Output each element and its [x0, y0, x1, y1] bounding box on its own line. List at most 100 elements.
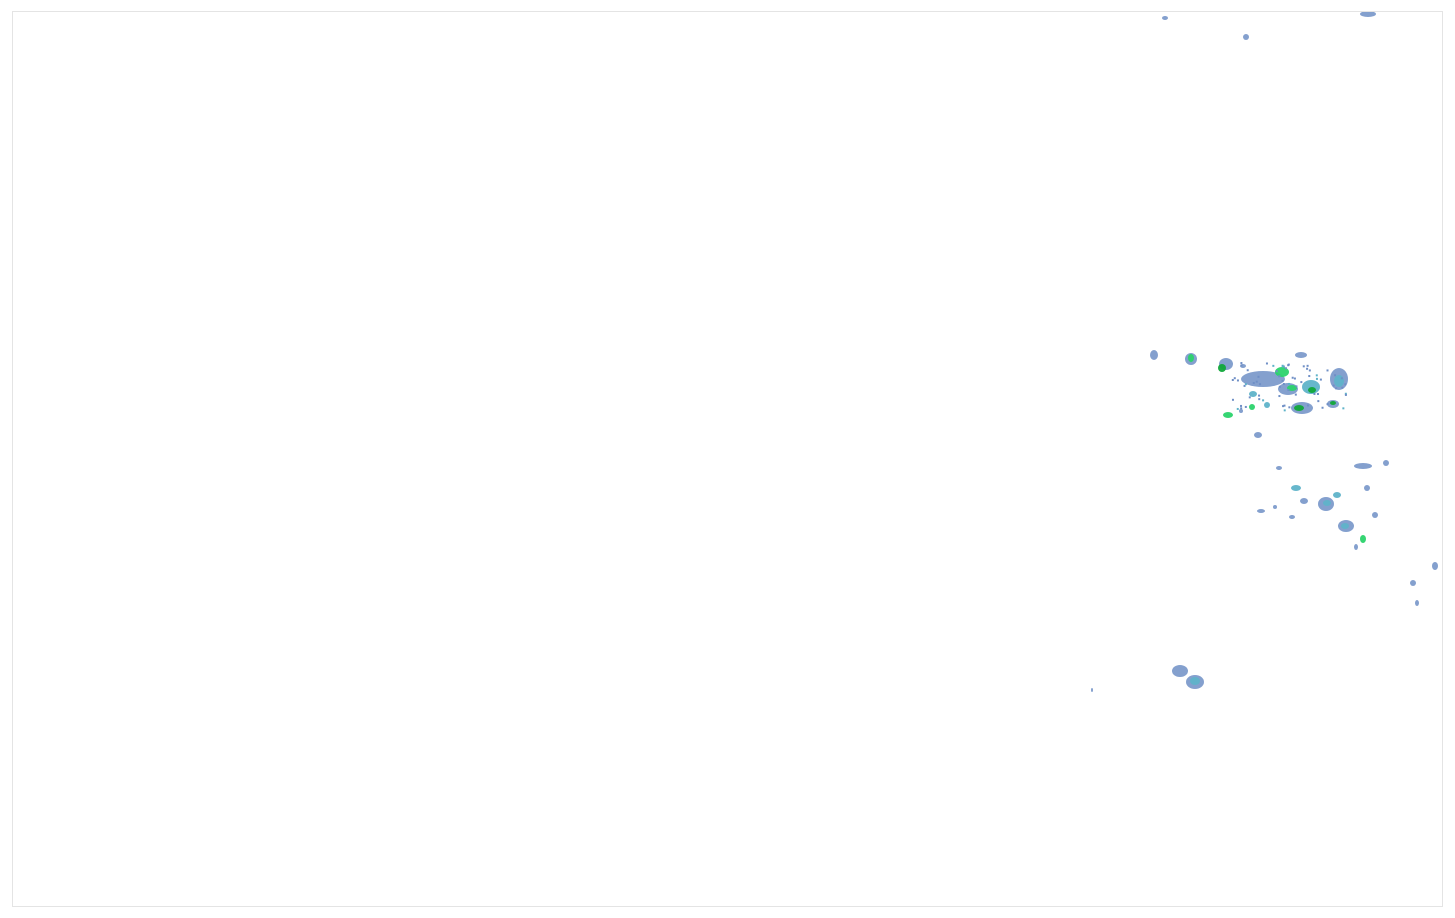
radar-echo-speckle: [1246, 369, 1249, 372]
radar-echo-intense: [1308, 387, 1316, 393]
radar-echo-speckle: [1283, 404, 1286, 407]
radar-echo-speckle: [1340, 377, 1343, 380]
radar-echo-light: [1243, 34, 1249, 40]
radar-echo-speckle: [1252, 381, 1255, 384]
radar-echo-speckle: [1317, 400, 1320, 403]
radar-echo-light: [1150, 350, 1158, 360]
radar-echo-speckle: [1341, 386, 1344, 389]
radar-echo-speckle: [1243, 384, 1246, 387]
radar-echo-speckle: [1240, 404, 1243, 407]
radar-echo-light: [1289, 515, 1295, 519]
radar-echo-moderate: [1249, 391, 1257, 397]
radar-echo-speckle: [1326, 369, 1329, 372]
radar-echo-speckle: [1294, 393, 1297, 396]
radar-echo-speckle: [1236, 407, 1239, 410]
radar-echo-light: [1383, 460, 1389, 466]
radar-echo-speckle: [1316, 393, 1319, 396]
radar-echo-speckle: [1335, 387, 1338, 390]
radar-echo-speckle: [1284, 367, 1287, 370]
radar-echo-speckle: [1272, 364, 1275, 367]
radar-echo-speckle: [1244, 383, 1247, 386]
radar-echo-layer: [1091, 12, 1438, 692]
radar-echo-speckle: [1344, 392, 1347, 395]
radar-echo-speckle: [1326, 403, 1329, 406]
radar-echo-speckle: [1244, 405, 1247, 408]
radar-echo-speckle: [1236, 379, 1239, 382]
radar-echo-speckle: [1240, 364, 1243, 367]
radar-echo-speckle: [1240, 407, 1243, 410]
radar-echo-speckle: [1255, 380, 1258, 383]
radar-echo-moderate: [1190, 677, 1200, 685]
radar-echo-speckle: [1344, 383, 1347, 386]
radar-echo-light: [1364, 485, 1370, 491]
radar-echo-speckle: [1342, 407, 1345, 410]
radar-echo-light: [1254, 432, 1262, 438]
radar-echo-speckle: [1265, 362, 1268, 365]
radar-echo-speckle: [1334, 374, 1337, 377]
radar-echo-intense: [1218, 364, 1226, 372]
radar-echo-speckle: [1332, 384, 1335, 387]
radar-echo-light: [1354, 544, 1358, 550]
radar-echo-speckle: [1306, 367, 1309, 370]
radar-echo-moderate: [1341, 523, 1349, 529]
radar-echo-speckle: [1258, 398, 1261, 401]
radar-echo-speckle: [1282, 405, 1285, 408]
radar-echo-speckle: [1258, 394, 1261, 397]
radar-echo-speckle: [1306, 404, 1309, 407]
radar-echo-moderate: [1291, 485, 1301, 491]
radar-echo-speckle: [1262, 399, 1265, 402]
radar-echo-moderate: [1333, 492, 1341, 498]
radar-echo-speckle: [1287, 389, 1290, 392]
radar-echo-light: [1360, 12, 1376, 17]
radar-echo-speckle: [1248, 396, 1251, 399]
radar-echo-heavy: [1360, 535, 1366, 543]
radar-echo-speckle: [1291, 376, 1294, 379]
radar-echo-light: [1239, 409, 1243, 413]
radar-echo-speckle: [1306, 364, 1309, 367]
radar-echo-speckle: [1344, 393, 1347, 396]
radar-echo-speckle: [1275, 370, 1278, 373]
radar-echo-speckle: [1293, 377, 1296, 380]
radar-echo-light: [1295, 352, 1307, 358]
radar-echo-light: [1172, 665, 1188, 677]
radar-echo-light: [1162, 16, 1168, 20]
radar-echo-light: [1410, 580, 1416, 586]
radar-echo-speckle: [1288, 382, 1291, 385]
radar-echo-speckle: [1287, 364, 1290, 367]
radar-echo-light: [1091, 688, 1093, 692]
radar-echo-heavy: [1275, 367, 1289, 377]
radar-echo-moderate: [1323, 500, 1331, 506]
radar-echo-speckle: [1278, 395, 1281, 398]
radar-echo-speckle: [1315, 374, 1318, 377]
radar-echo-light: [1257, 509, 1265, 513]
radar-echo-heavy: [1223, 412, 1233, 418]
radar-echo-light: [1300, 498, 1308, 504]
radar-echo-speckle: [1282, 382, 1285, 385]
radar-echo-light: [1241, 371, 1285, 387]
radar-echo-heavy: [1287, 385, 1297, 391]
radar-echo-light: [1276, 466, 1282, 470]
radar-echo-speckle: [1319, 378, 1322, 381]
radar-echo-moderate: [1264, 402, 1270, 408]
radar-echo-light: [1273, 505, 1277, 509]
radar-echo-speckle: [1302, 365, 1305, 368]
radar-echo-speckle: [1282, 365, 1285, 368]
radar-echo-light: [1372, 512, 1378, 518]
radar-echo-speckle: [1308, 375, 1311, 378]
radar-echo-light: [1354, 463, 1372, 469]
radar-echo-speckle: [1240, 362, 1243, 365]
radar-echo-speckle: [1321, 406, 1324, 409]
radar-map-frame[interactable]: [12, 11, 1443, 907]
radar-echo-moderate: [1334, 375, 1344, 387]
radar-echo-speckle: [1308, 369, 1311, 372]
radar-echo-speckle: [1300, 381, 1303, 384]
radar-echo-speckle: [1278, 385, 1281, 388]
radar-echo-speckle: [1257, 375, 1260, 378]
radar-echo-speckle: [1288, 406, 1291, 409]
radar-echo-intense: [1294, 405, 1304, 411]
radar-echo-speckle: [1295, 385, 1298, 388]
radar-echo-light: [1432, 562, 1438, 570]
radar-echo-speckle: [1315, 377, 1318, 380]
radar-echo-intense: [1330, 401, 1336, 405]
radar-echo-speckle: [1259, 383, 1262, 386]
